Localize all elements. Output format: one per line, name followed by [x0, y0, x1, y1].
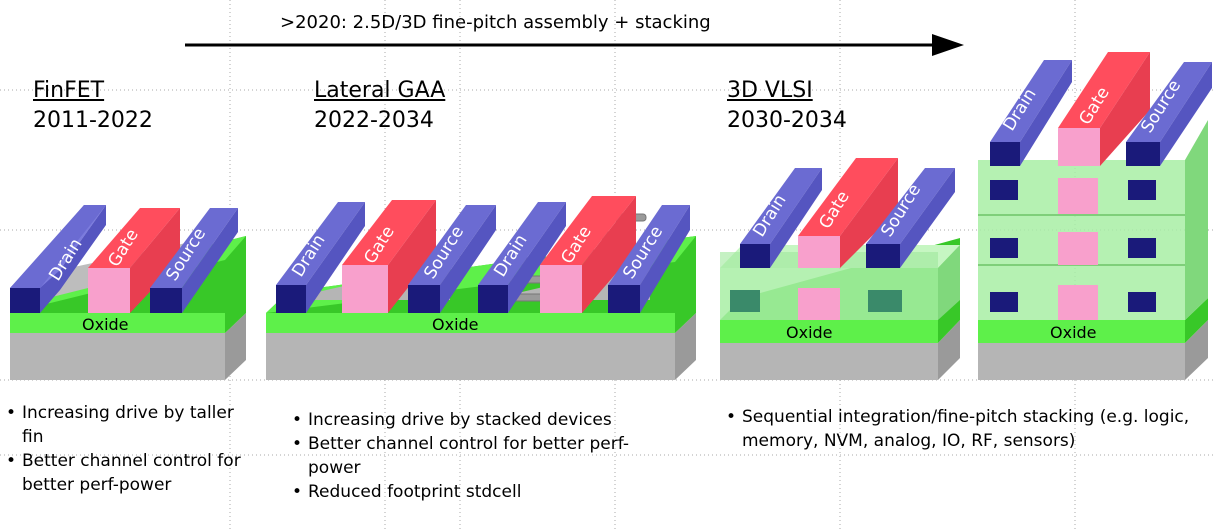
gaa-device-left: Drain Gate Source	[276, 200, 496, 313]
source-top	[150, 208, 238, 288]
3d-vlsi-years: 2030-2034	[727, 108, 847, 133]
oxide-label: Oxide	[1050, 323, 1097, 342]
list-item: Reduced footprint stdcell	[290, 480, 670, 504]
lateral-gaa-bullets: Increasing drive by stacked devices Bett…	[290, 408, 670, 504]
list-item: Better channel control for better perf-p…	[4, 449, 244, 497]
oxide-layer	[978, 320, 1185, 343]
source-front	[150, 288, 182, 313]
substrate-front	[10, 333, 225, 380]
lateral-gaa-title: Lateral GAA	[314, 78, 446, 103]
3d-vlsi-title: 3D VLSI	[727, 78, 813, 103]
oxide-label: Oxide	[432, 315, 479, 334]
list-item: Increasing drive by taller fin	[4, 401, 244, 449]
drain-side	[40, 205, 106, 313]
list-item: Increasing drive by stacked devices	[290, 408, 670, 432]
timeline-arrow	[185, 34, 964, 56]
substrate-front	[266, 333, 675, 380]
finfet-years: 2011-2022	[33, 108, 153, 133]
gate-top	[88, 208, 180, 268]
list-item: Better channel control for better perf-p…	[290, 432, 670, 480]
tier-stack	[978, 120, 1208, 320]
finfet-bullets: Increasing drive by taller fin Better ch…	[4, 401, 244, 497]
oxide-layer	[266, 313, 675, 333]
timeline-label: >2020: 2.5D/3D fine-pitch assembly + sta…	[280, 12, 711, 33]
oxide-layer	[720, 320, 938, 343]
oxide-label: Oxide	[786, 323, 833, 342]
oxide-layer	[10, 313, 225, 333]
list-item: Sequential integration/fine-pitch stacki…	[724, 405, 1204, 453]
finfet-title: FinFET	[33, 78, 105, 103]
oxide-label: Oxide	[82, 315, 129, 334]
lateral-gaa-years: 2022-2034	[314, 108, 434, 133]
3d-vlsi-bullets: Sequential integration/fine-pitch stacki…	[724, 405, 1204, 453]
drain-front	[10, 288, 40, 313]
source-side	[182, 208, 238, 313]
gate-front	[88, 268, 130, 313]
gate-side	[130, 208, 180, 313]
